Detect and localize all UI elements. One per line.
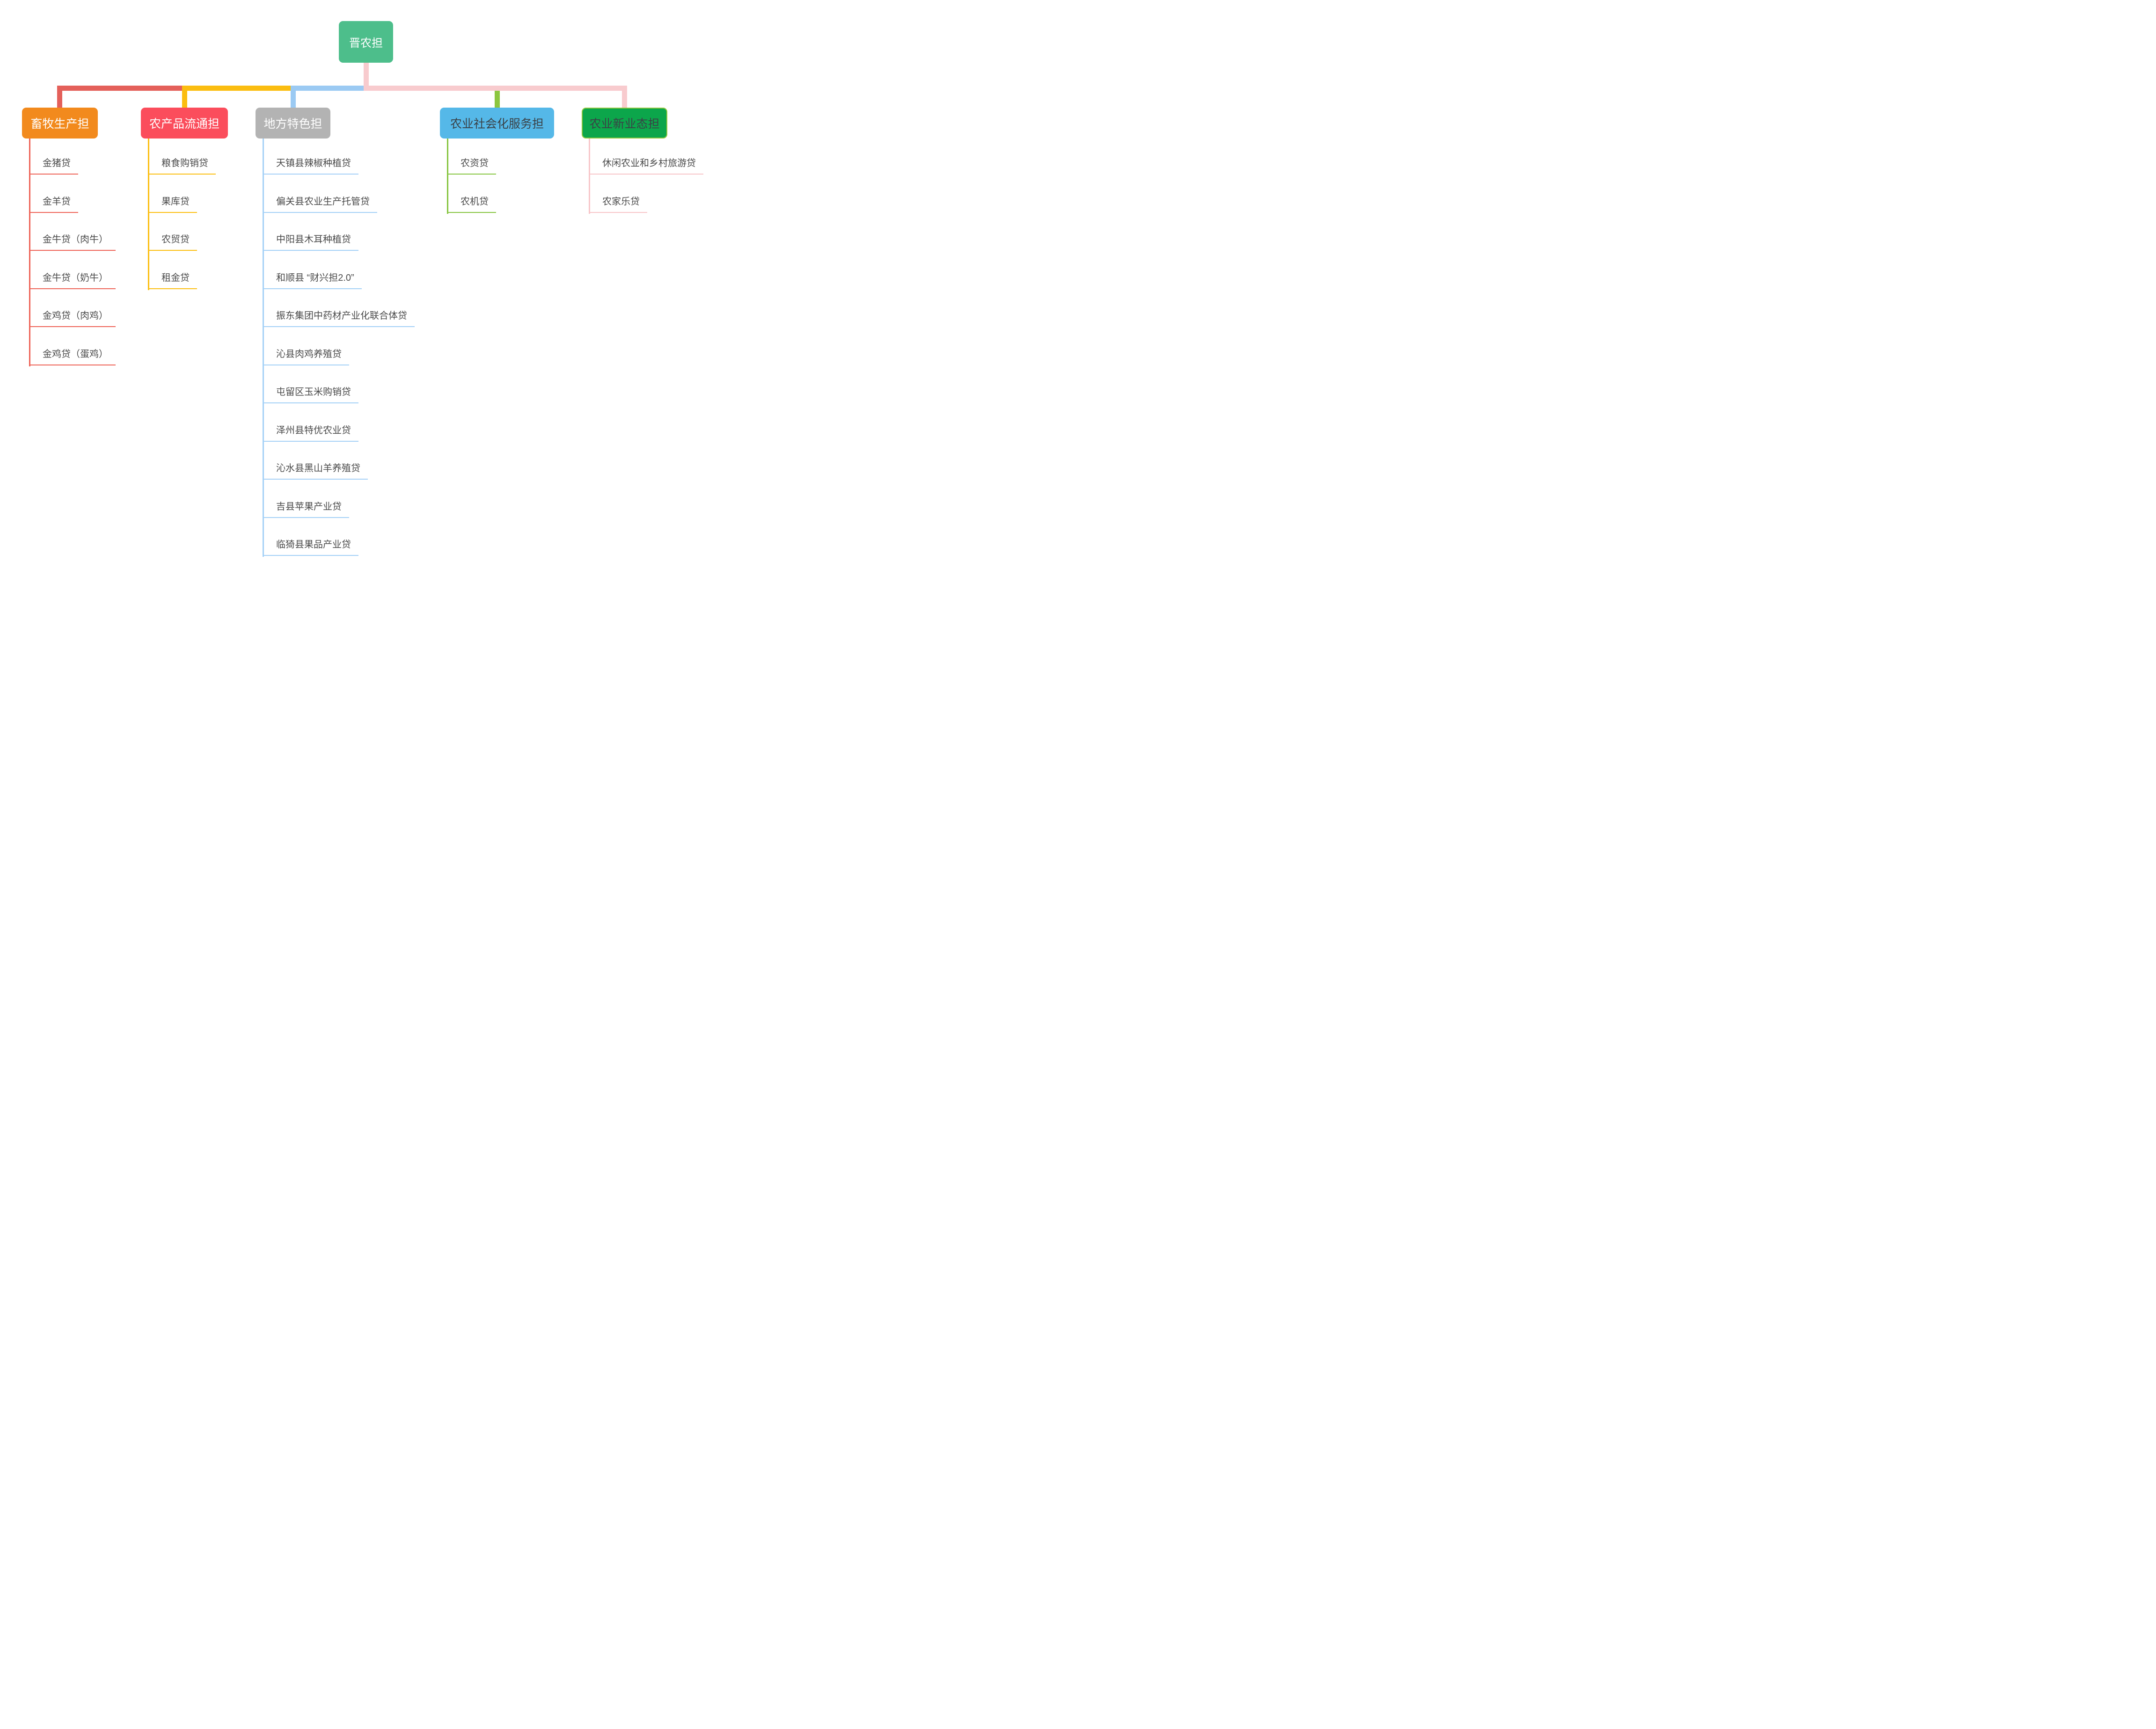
child-item[interactable]: 农机贷	[447, 175, 496, 213]
child-item-label: 和顺县 “财兴担2.0”	[276, 272, 354, 283]
child-item-label: 金鸡贷（肉鸡）	[43, 311, 108, 321]
connector-stub-new-business	[622, 91, 627, 108]
child-item[interactable]: 金鸡贷（肉鸡）	[29, 289, 116, 327]
child-item[interactable]: 金牛贷（奶牛）	[29, 251, 116, 289]
child-item[interactable]: 农资贷	[447, 139, 496, 175]
branch-box-new-business[interactable]: 农业新业态担	[582, 108, 667, 139]
child-item-label: 中阳县木耳种植贷	[276, 234, 351, 245]
child-item-label: 沁县肉鸡养殖贷	[276, 349, 342, 359]
connector-horizontal-new-business	[363, 86, 627, 91]
child-item[interactable]: 农贸贷	[148, 213, 197, 251]
child-item[interactable]: 振东集团中药材产业化联合体贷	[263, 289, 415, 327]
child-item-label: 天镇县辣椒种植贷	[276, 158, 351, 168]
branch-label-produce-circulation: 农产品流通担	[149, 117, 219, 131]
child-item-label: 金牛贷（奶牛）	[43, 272, 108, 283]
child-item[interactable]: 和顺县 “财兴担2.0”	[263, 251, 362, 289]
child-item[interactable]: 偏关县农业生产托管贷	[263, 175, 377, 213]
branch-label-new-business: 农业新业态担	[589, 117, 660, 131]
child-item-label: 休闲农业和乡村旅游贷	[602, 158, 696, 168]
child-item[interactable]: 租金贷	[148, 251, 197, 289]
child-list-new-business: 休闲农业和乡村旅游贷农家乐贷	[589, 139, 703, 213]
child-item[interactable]: 金羊贷	[29, 175, 78, 213]
connector-stub-local-specialty	[290, 91, 296, 108]
child-item[interactable]: 休闲农业和乡村旅游贷	[589, 139, 703, 175]
child-list-socialized-service: 农资贷农机贷	[447, 139, 496, 213]
child-item-label: 农家乐贷	[602, 196, 640, 207]
child-rail-new-business	[589, 139, 590, 214]
child-item-label: 金牛贷（肉牛）	[43, 234, 108, 245]
child-list-local-specialty: 天镇县辣椒种植贷偏关县农业生产托管贷中阳县木耳种植贷和顺县 “财兴担2.0” 振东…	[263, 139, 415, 556]
branch-label-local-specialty: 地方特色担	[263, 117, 322, 131]
child-item[interactable]: 吉县苹果产业贷	[263, 480, 349, 518]
child-item[interactable]: 农家乐贷	[589, 175, 647, 213]
child-item[interactable]: 屯留区玉米购销贷	[263, 365, 358, 403]
child-list-livestock-production: 金猪贷金羊贷金牛贷（肉牛） 金牛贷（奶牛） 金鸡贷（肉鸡） 金鸡贷（蛋鸡）	[29, 139, 116, 365]
child-item[interactable]: 金牛贷（肉牛）	[29, 213, 116, 251]
child-item-label: 粮食购销贷	[161, 158, 208, 168]
branch-box-local-specialty[interactable]: 地方特色担	[256, 108, 330, 139]
root-node-label: 晋农担	[349, 37, 383, 50]
child-item[interactable]: 中阳县木耳种植贷	[263, 213, 358, 251]
child-item-label: 农资贷	[460, 158, 489, 168]
connector-horizontal-produce-circulation	[182, 86, 369, 91]
child-item[interactable]: 临猗县果品产业贷	[263, 518, 358, 556]
connector-horizontal-local-specialty	[290, 86, 369, 91]
child-rail-livestock-production	[29, 139, 30, 366]
child-item-label: 临猗县果品产业贷	[276, 540, 351, 550]
branch-box-socialized-service[interactable]: 农业社会化服务担	[440, 108, 554, 139]
child-rail-produce-circulation	[148, 139, 149, 290]
child-item[interactable]: 金猪贷	[29, 139, 78, 175]
child-item-label: 租金贷	[161, 272, 190, 283]
mindmap-canvas: 晋农担畜牧生产担金猪贷金羊贷金牛贷（肉牛） 金牛贷（奶牛） 金鸡贷（肉鸡） 金鸡贷（蛋…	[0, 0, 719, 576]
connector-stub-socialized-service	[494, 91, 500, 108]
child-item-label: 泽州县特优农业贷	[276, 425, 351, 436]
child-item[interactable]: 果库贷	[148, 175, 197, 213]
branch-label-livestock-production: 畜牧生产担	[30, 117, 89, 131]
child-item-label: 屯留区玉米购销贷	[276, 387, 351, 397]
child-item[interactable]: 粮食购销贷	[148, 139, 216, 175]
child-item-label: 农贸贷	[161, 234, 190, 245]
child-rail-socialized-service	[447, 139, 448, 214]
connector-stub-livestock-production	[57, 91, 62, 108]
child-item-label: 沁水县黑山羊养殖贷	[276, 463, 360, 474]
branch-label-socialized-service: 农业社会化服务担	[450, 117, 544, 131]
branch-box-livestock-production[interactable]: 畜牧生产担	[22, 108, 98, 139]
branch-box-produce-circulation[interactable]: 农产品流通担	[141, 108, 228, 139]
child-item-label: 偏关县农业生产托管贷	[276, 196, 370, 207]
child-item-label: 金羊贷	[43, 196, 71, 207]
child-rail-local-specialty	[263, 139, 264, 557]
child-item[interactable]: 泽州县特优农业贷	[263, 403, 358, 442]
child-item-label: 金猪贷	[43, 158, 71, 168]
child-item-label: 振东集团中药材产业化联合体贷	[276, 311, 407, 321]
connector-root-stub	[363, 63, 369, 86]
root-node[interactable]: 晋农担	[339, 21, 393, 63]
child-item[interactable]: 沁水县黑山羊养殖贷	[263, 442, 368, 480]
child-item-label: 农机贷	[460, 196, 489, 207]
child-item[interactable]: 金鸡贷（蛋鸡）	[29, 327, 116, 365]
connector-stub-produce-circulation	[182, 91, 187, 108]
child-item[interactable]: 天镇县辣椒种植贷	[263, 139, 358, 175]
child-item-label: 果库贷	[161, 196, 190, 207]
child-list-produce-circulation: 粮食购销贷果库贷农贸贷租金贷	[148, 139, 216, 289]
child-item-label: 金鸡贷（蛋鸡）	[43, 349, 108, 359]
child-item-label: 吉县苹果产业贷	[276, 501, 342, 512]
child-item[interactable]: 沁县肉鸡养殖贷	[263, 327, 349, 365]
